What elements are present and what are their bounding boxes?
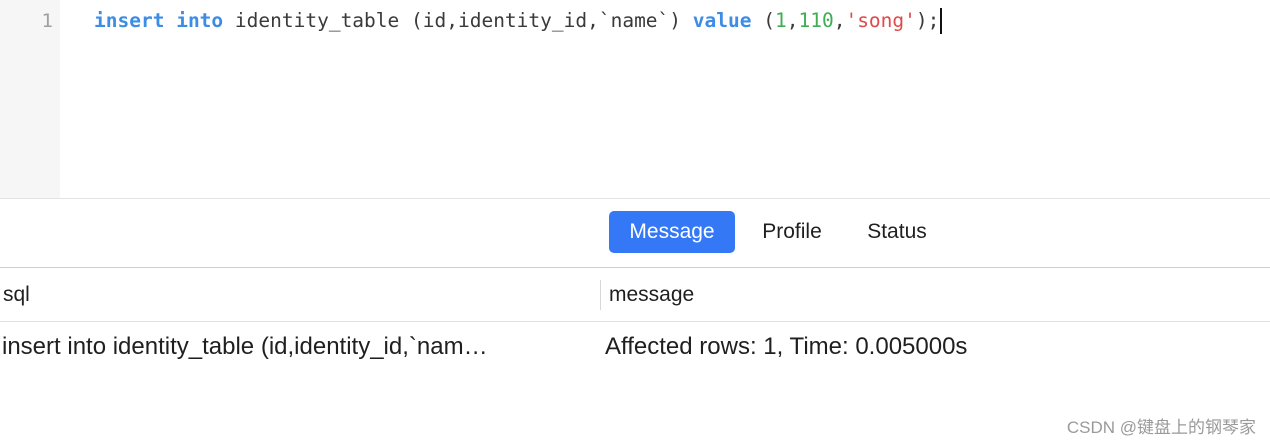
tab-message[interactable]: Message — [609, 211, 735, 253]
code-table-columns: identity_table (id,identity_id,`name`) — [223, 9, 693, 32]
code-comma: , — [833, 9, 846, 32]
keyword-into: into — [176, 9, 224, 32]
code-open-paren: ( — [751, 9, 775, 32]
line-number: 1 — [41, 10, 53, 32]
number-literal-identity-id: 110 — [798, 9, 834, 32]
tab-profile[interactable]: Profile — [762, 220, 822, 243]
text-caret — [940, 8, 942, 34]
column-resize-handle[interactable] — [600, 280, 601, 310]
sql-editor[interactable]: 1 insert into identity_table (id,identit… — [0, 0, 1270, 199]
keyword-insert: insert — [94, 9, 165, 32]
tab-status[interactable]: Status — [867, 220, 927, 243]
code-line[interactable]: insert into identity_table (id,identity_… — [94, 8, 942, 34]
cell-message[interactable]: Affected rows: 1, Time: 0.005000s — [605, 333, 968, 360]
keyword-value: value — [692, 9, 752, 32]
code-space — [164, 9, 176, 32]
code-close-paren: ); — [915, 9, 940, 32]
results-grid: sql message insert into identity_table (… — [0, 268, 1270, 444]
grid-header: sql message — [0, 268, 1270, 322]
string-literal-name: 'song' — [845, 9, 916, 32]
column-header-sql[interactable]: sql — [3, 283, 30, 306]
code-comma: , — [786, 9, 799, 32]
number-literal-id: 1 — [774, 9, 787, 32]
watermark: CSDN @键盘上的钢琴家 — [1066, 418, 1256, 437]
line-gutter: 1 — [0, 0, 60, 198]
cell-sql[interactable]: insert into identity_table (id,identity_… — [2, 333, 488, 360]
result-tabs: Message Profile Status — [0, 199, 1270, 268]
column-header-message[interactable]: message — [609, 283, 695, 306]
table-row[interactable]: insert into identity_table (id,identity_… — [0, 322, 1270, 372]
